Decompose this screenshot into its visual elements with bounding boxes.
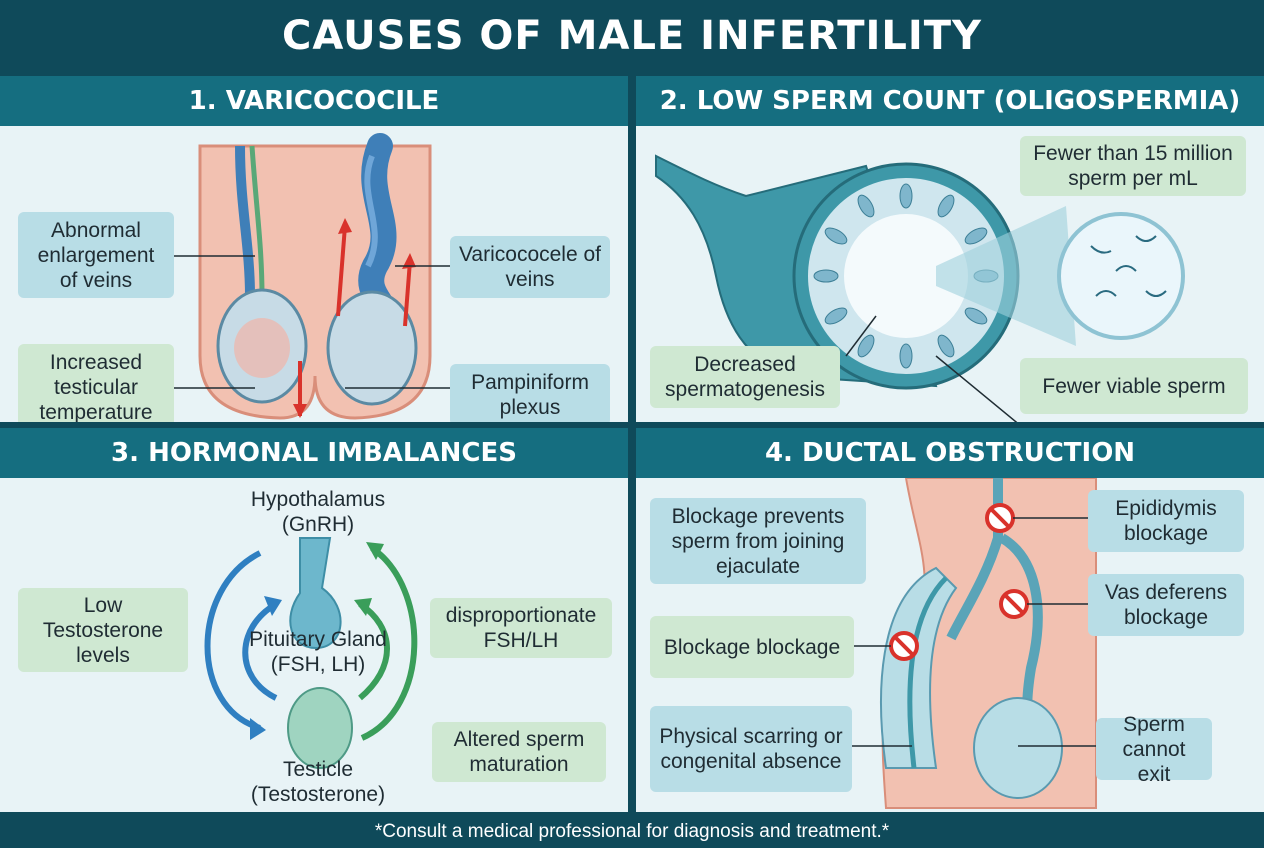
blockage-vas-deferens — [999, 589, 1029, 619]
arrow-head-2 — [402, 253, 416, 269]
zoom-beam — [936, 206, 1076, 346]
label-blockage-blockage: Blockage blockage — [650, 616, 854, 678]
sperm-cells — [1090, 235, 1167, 297]
arrow-blue-outer — [204, 550, 262, 731]
panel-varicocele: 1. VARICOCOCILE — [0, 76, 628, 422]
arrow-blue-inner-head — [264, 596, 282, 616]
title-bar: CAUSES OF MALE INFERTILITY — [0, 0, 1264, 72]
label-vas-deferens-blockage: Vas deferens blockage — [1088, 574, 1244, 636]
pituitary-gland-shape — [289, 537, 342, 650]
panel-title-low-count: 2. LOW SPERM COUNT (OLIGOSPERMIA) — [659, 86, 1241, 116]
panel-header-ductal: 4. DUCTAL OBSTRUCTION — [636, 428, 1264, 478]
panel-title-varicocele: 1. VARICOCOCILE — [188, 86, 440, 116]
arrow-blue-inner — [242, 601, 278, 701]
hormone-axis-illustration — [204, 537, 418, 769]
testicle-shape — [287, 687, 353, 769]
panel-header-varicocele: 1. VARICOCOCILE — [0, 76, 628, 126]
vas-deferens — [946, 478, 1003, 641]
arrow-green-inner — [358, 601, 390, 701]
urethra — [907, 576, 948, 769]
label-pituitary-gland: Pituitary Gland (FSH, LH) — [249, 628, 387, 676]
panel-body-varicocele: Abnormal enlargement of veins Varicococe… — [0, 126, 628, 422]
vein-highlight — [364, 154, 378, 268]
blockage-epididymis — [985, 503, 1015, 533]
panel-header-hormonal: 3. HORMONAL IMBALANCES — [0, 428, 628, 478]
label-testicular-temperature: Increased testicular temperature — [18, 344, 174, 422]
arrow-head-3 — [293, 404, 307, 418]
panel-ductal-obstruction: 4. DUCTAL OBSTRUCTION — [636, 428, 1264, 812]
arrow-green-outer-head — [366, 542, 384, 560]
panel-header-low-count: 2. LOW SPERM COUNT (OLIGOSPERMIA) — [636, 76, 1264, 126]
panel-body-hormonal: Hypothalamus (GnRH) Pituitary Gland (FSH… — [0, 478, 628, 812]
label-decreased-spermatogenesis: Decreased spermatogenesis — [650, 346, 840, 408]
arrow-green-inner-head — [354, 598, 372, 616]
arrow-head-1 — [338, 218, 352, 234]
panel-low-sperm-count: 2. LOW SPERM COUNT (OLIGOSPERMIA) — [636, 76, 1264, 422]
label-disproportionate-fsh-lh: disproportionate FSH/LH — [430, 598, 612, 658]
label-low-testosterone: Low Testosterone levels — [18, 588, 188, 672]
testicle-ductal — [973, 697, 1063, 799]
arrow-red-1 — [336, 225, 347, 317]
label-hypothalamus: Hypothalamus (GnRH) — [250, 488, 386, 536]
artery-left — [249, 145, 265, 297]
label-epididymis-blockage: Epididymis blockage — [1088, 490, 1244, 552]
ductal-illustration — [852, 478, 1098, 809]
heat-glow — [234, 318, 290, 378]
blockage-urethra — [889, 631, 919, 661]
arrow-blue-outer-head — [250, 718, 266, 740]
label-blockage-prevents: Blockage prevents sperm from joining eja… — [650, 498, 866, 584]
tubule-lumen — [844, 214, 968, 338]
leader-decreased — [845, 315, 877, 357]
arrow-green-outer — [360, 545, 418, 741]
spermatic-cord-left — [235, 145, 255, 297]
label-fewer-than-15-million: Fewer than 15 million sperm per mL — [1020, 136, 1246, 196]
arrow-red-2 — [403, 260, 412, 327]
testicle-right — [326, 290, 418, 406]
panel-body-ductal: Blockage prevents sperm from joining eja… — [636, 478, 1264, 812]
footer-disclaimer: *Consult a medical professional for diag… — [0, 816, 1264, 848]
label-abnormal-enlargement: Abnormal enlargement of veins — [18, 212, 174, 298]
label-physical-scarring: Physical scarring or congenital absence — [650, 706, 852, 792]
panel-title-hormonal: 3. HORMONAL IMBALANCES — [111, 438, 517, 468]
penis-shape — [880, 566, 958, 769]
varicocele-illustration — [174, 133, 450, 420]
page-title: CAUSES OF MALE INFERTILITY — [282, 13, 982, 59]
label-varicococele: Varicococele of veins — [450, 236, 610, 298]
label-altered-maturation: Altered sperm maturation — [432, 722, 606, 782]
leader-viable — [935, 355, 1018, 422]
magnified-view — [1057, 212, 1185, 340]
panel-title-ductal: 4. DUCTAL OBSTRUCTION — [764, 438, 1136, 468]
tubule-illustration — [655, 154, 1185, 422]
panel-body-low-count: Fewer than 15 million sperm per mL Decre… — [636, 126, 1264, 422]
label-testicle: Testicle (Testosterone) — [250, 758, 386, 806]
label-sperm-cannot-exit: Sperm cannot exit — [1096, 713, 1212, 786]
label-pampiniform-plexus: Pampiniform plexus — [450, 364, 610, 422]
panel-hormonal-imbalances: 3. HORMONAL IMBALANCES Hypothalamus (GnR… — [0, 428, 628, 812]
label-fewer-viable-sperm: Fewer viable sperm — [1020, 358, 1248, 414]
